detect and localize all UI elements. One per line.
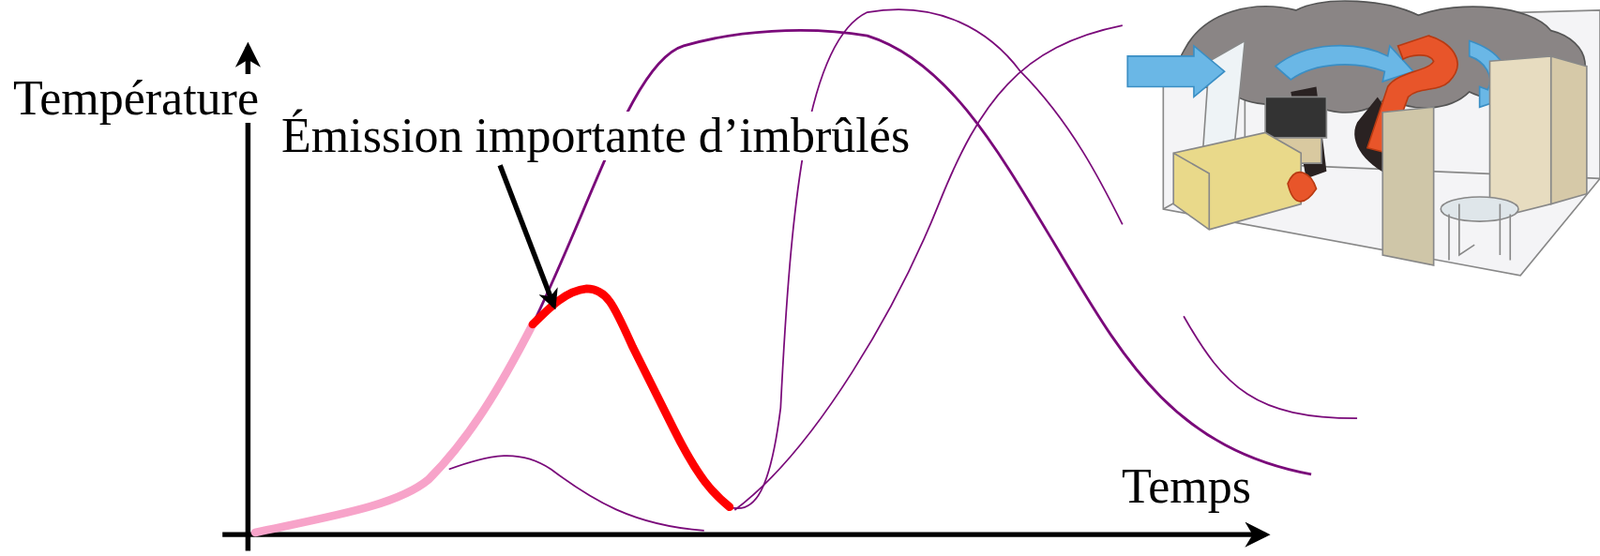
fire-curves [449,9,1358,531]
growth-segment [255,324,533,533]
room-illustration [1127,0,1600,276]
unburnt-segment [532,288,730,508]
callout-label: Émission importante d’imbrûlés [280,111,911,161]
axis-label: Température [12,74,260,123]
main-curve [532,30,1312,475]
x-axis [222,531,1266,537]
leader-arrow [499,165,555,306]
axis-label: Temps [1120,462,1253,512]
